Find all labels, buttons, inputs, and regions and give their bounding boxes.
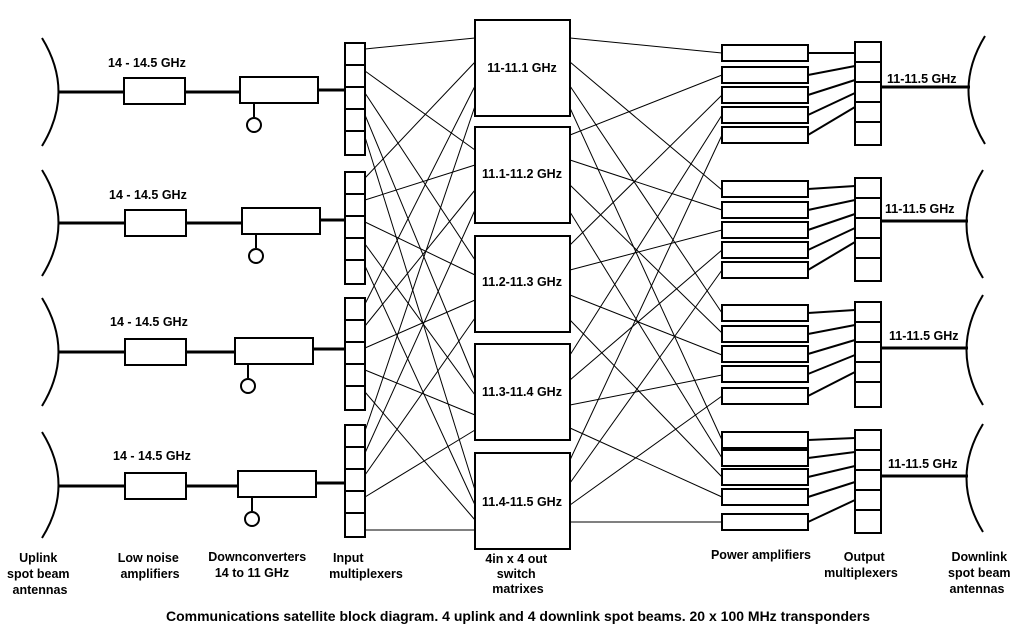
output-multiplexer — [854, 41, 882, 146]
switch-matrix-4: 11.3-11.4 GHz — [474, 343, 571, 441]
switch-matrix-label: 11.3-11.4 GHz — [482, 385, 562, 399]
input-multiplexer — [344, 42, 366, 156]
uplink-antenna — [41, 297, 60, 407]
uplink-chain-1: 14 - 14.5 GHz — [41, 37, 366, 156]
pa-to-mux-wires — [807, 52, 856, 136]
switch-matrix-label: 11.1-11.2 GHz — [482, 167, 562, 181]
uplink-filter-label: 14 - 14.5 GHz — [113, 449, 191, 463]
power-amplifier-group — [721, 44, 809, 144]
downlink-antenna — [967, 35, 986, 145]
low-noise-amplifier — [123, 77, 186, 105]
downlink-band-label: 11-11.5 GHz — [885, 202, 955, 216]
uplink-filter-label: 14 - 14.5 GHz — [109, 188, 187, 202]
output-multiplexer — [854, 177, 882, 282]
downlink-chain-3: 11-11.5 GHz — [721, 294, 984, 408]
switch-matrix-3: 11.2-11.3 GHz — [474, 235, 571, 333]
switch-matrix-5: 11.4-11.5 GHz — [474, 452, 571, 550]
downconverter — [234, 337, 314, 365]
downlink-chain-4: 11-11.5 GHz — [721, 423, 984, 534]
label-power-amplifiers: Power amplifiers — [711, 548, 811, 562]
label-output-multiplexers: Output multiplexers — [824, 550, 898, 580]
label-downconverters: Downconverters 14 to 11 GHz — [208, 550, 309, 580]
downconverter — [237, 470, 317, 498]
uplink-chain-2: 14 - 14.5 GHz — [41, 169, 366, 285]
downlink-band-label: 11-11.5 GHz — [888, 457, 958, 471]
downconverter — [241, 207, 321, 235]
power-amplifier-group — [721, 304, 809, 405]
power-amplifier-group — [721, 431, 809, 531]
uplink-filter-label: 14 - 14.5 GHz — [110, 315, 188, 329]
downlink-band-label: 11-11.5 GHz — [889, 329, 959, 343]
downconverter — [239, 76, 319, 104]
output-interconnect — [569, 37, 723, 523]
switch-matrix-1: 11-11.1 GHz — [474, 19, 571, 117]
label-low-noise-amplifiers: Low noise amplifiers — [118, 551, 183, 581]
input-multiplexer — [344, 297, 366, 411]
local-oscillator — [244, 511, 260, 527]
switch-matrix-label: 11.4-11.5 GHz — [482, 495, 562, 509]
pa-to-mux-wires — [807, 437, 856, 523]
switch-matrix-label: 11.2-11.3 GHz — [482, 275, 562, 289]
uplink-antenna — [41, 431, 60, 539]
uplink-chain-3: 14 - 14.5 GHz — [41, 297, 366, 411]
local-oscillator — [240, 378, 256, 394]
output-multiplexer — [854, 429, 882, 534]
label-downlink-antennas: Downlink spot beam antennas — [948, 550, 1014, 596]
label-input-multiplexers: Input multiplexers — [329, 551, 403, 581]
input-interconnect — [364, 37, 476, 531]
power-amplifier-group — [721, 180, 809, 279]
downlink-antenna — [965, 169, 984, 279]
output-multiplexer — [854, 301, 882, 408]
downlink-band-label: 11-11.5 GHz — [887, 72, 957, 86]
downlink-antenna — [965, 294, 984, 406]
uplink-antenna — [41, 37, 60, 147]
uplink-antenna — [41, 169, 60, 277]
label-uplink-antennas: Uplink spot beam antennas — [7, 551, 73, 597]
label-switch-matrixes: 4in x 4 out switch matrixes — [485, 552, 550, 596]
diagram-caption: Communications satellite block diagram. … — [166, 608, 870, 624]
downlink-chain-1: 11-11.5 GHz — [721, 35, 986, 146]
uplink-filter-label: 14 - 14.5 GHz — [108, 56, 186, 70]
downlink-chain-2: 11-11.5 GHz — [721, 169, 984, 282]
downlink-antenna — [965, 423, 984, 533]
low-noise-amplifier — [124, 209, 187, 237]
switch-matrix-label: 11-11.1 GHz — [487, 61, 557, 75]
pa-to-mux-wires — [807, 185, 856, 271]
switch-matrix-2: 11.1-11.2 GHz — [474, 126, 571, 224]
column-labels: Uplink spot beam antennas Low noise ampl… — [7, 548, 1014, 597]
input-multiplexer — [344, 424, 366, 538]
pa-to-mux-wires — [807, 309, 856, 397]
local-oscillator — [248, 248, 264, 264]
low-noise-amplifier — [124, 338, 187, 366]
local-oscillator — [246, 117, 262, 133]
uplink-chain-4: 14 - 14.5 GHz — [41, 424, 366, 539]
input-multiplexer — [344, 171, 366, 285]
low-noise-amplifier — [124, 472, 187, 500]
